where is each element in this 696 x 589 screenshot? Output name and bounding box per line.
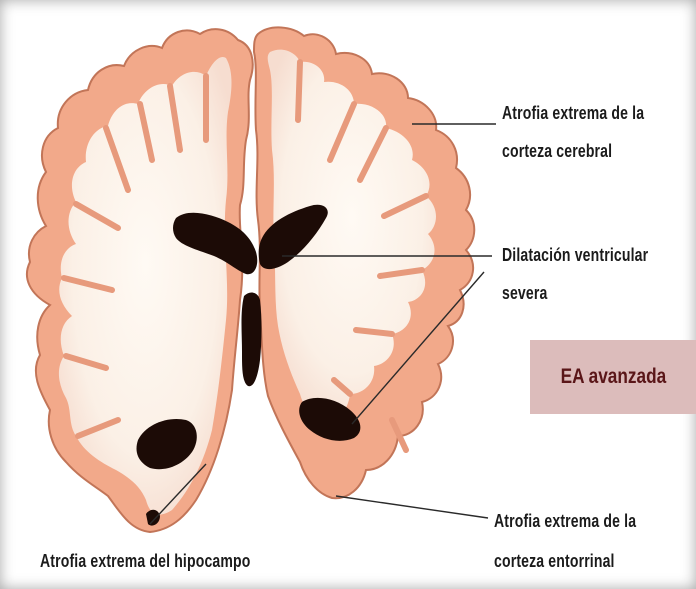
label-hippocampus: Atrofia extrema del hipocampo [40, 548, 250, 574]
stage-badge-text: EA avanzada [560, 365, 666, 389]
label-cortex-line2: corteza cerebral [502, 138, 612, 164]
label-ventricle-line1: Dilatación ventricular [502, 242, 648, 268]
label-entorhinal-line1: Atrofia extrema de la [494, 508, 636, 534]
label-ventricle-line2: severa [502, 280, 547, 306]
label-cortex-line1: Atrofia extrema de la [502, 100, 644, 126]
label-entorhinal-line2: corteza entorrinal [494, 548, 615, 574]
third-ventricle [242, 293, 262, 387]
leader-line-entorhinal [336, 496, 488, 518]
stage-badge: EA avanzada [530, 340, 696, 414]
